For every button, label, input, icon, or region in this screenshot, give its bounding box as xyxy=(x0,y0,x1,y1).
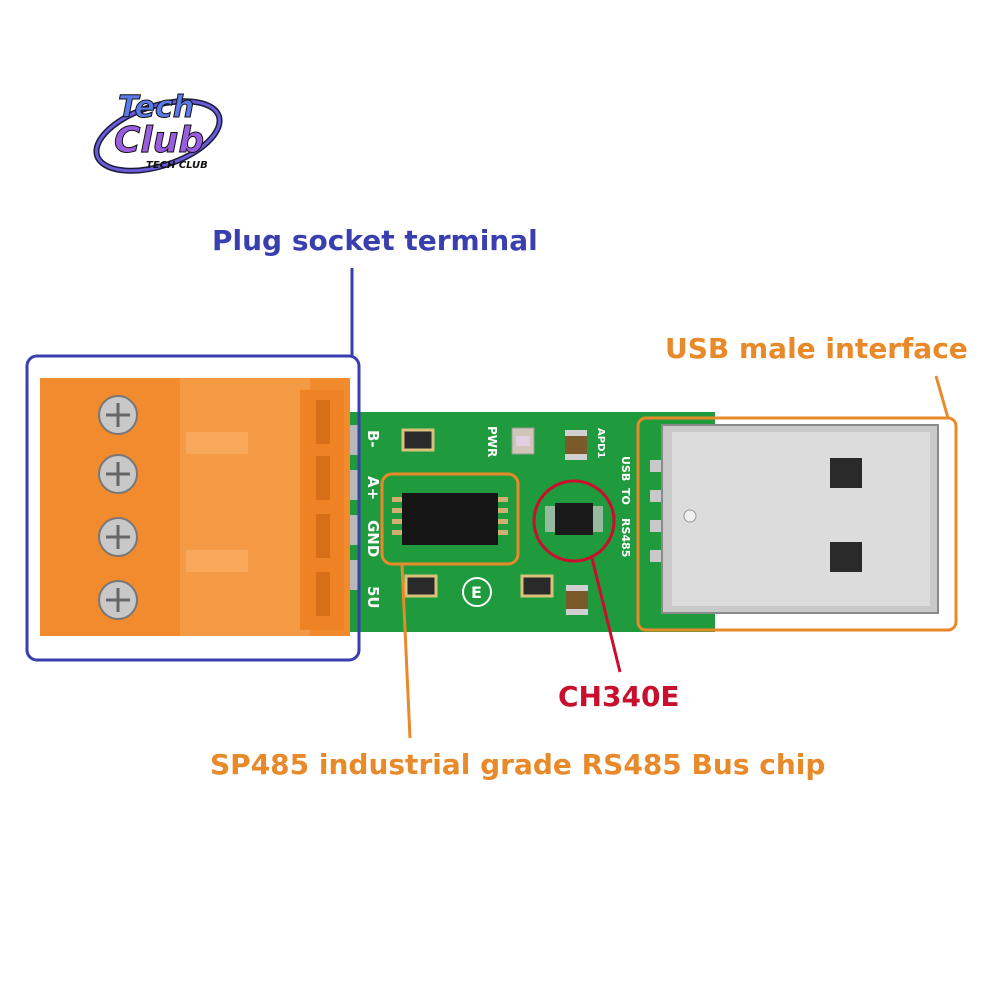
orange-terminal-block xyxy=(40,378,350,636)
silk-gnd: GND xyxy=(364,520,382,557)
tech-club-logo: Tech Club TECH CLUB xyxy=(88,84,228,184)
silk-pwr: PWR xyxy=(485,426,499,457)
silk-b-minus: B- xyxy=(364,430,382,448)
silk-5u: 5U xyxy=(364,586,382,609)
logo-line2: Club xyxy=(113,120,205,162)
plug-socket-highlight-box xyxy=(25,354,361,662)
pcb-logo-circle xyxy=(462,577,492,607)
usb-connector xyxy=(661,424,939,614)
silkscreen-text: B- A+ GND 5U PWR APD1 USB TO RS485 E xyxy=(364,426,632,609)
sp485-label: SP485 industrial grade RS485 Bus chip xyxy=(210,748,826,781)
sp485-chip xyxy=(392,493,508,545)
silk-to: TO xyxy=(619,488,632,505)
logo-line1: Tech xyxy=(117,90,195,126)
logo-subtitle: TECH CLUB xyxy=(146,160,208,171)
silk-a-plus: A+ xyxy=(364,476,382,500)
usb-male-label: USB male interface xyxy=(665,332,968,365)
ch340e-highlight-circle xyxy=(532,479,616,563)
sp485-pointer xyxy=(400,563,412,739)
silk-apd: APD1 xyxy=(595,428,606,458)
ch340e-label: CH340E xyxy=(558,680,680,713)
usb-pointer xyxy=(934,375,950,419)
logo-graphic xyxy=(93,98,223,174)
sp485-highlight-box xyxy=(380,472,520,566)
silk-logo-e: E xyxy=(471,583,482,602)
ch340e-chip xyxy=(545,503,603,535)
ch340e-pointer xyxy=(590,557,622,673)
plug-socket-label: Plug socket terminal xyxy=(212,224,538,257)
terminal-screws xyxy=(98,395,138,620)
usb-highlight-box xyxy=(636,416,958,632)
silk-rs485: RS485 xyxy=(619,518,632,557)
smd-components xyxy=(401,427,588,615)
silk-usb: USB xyxy=(619,456,632,481)
